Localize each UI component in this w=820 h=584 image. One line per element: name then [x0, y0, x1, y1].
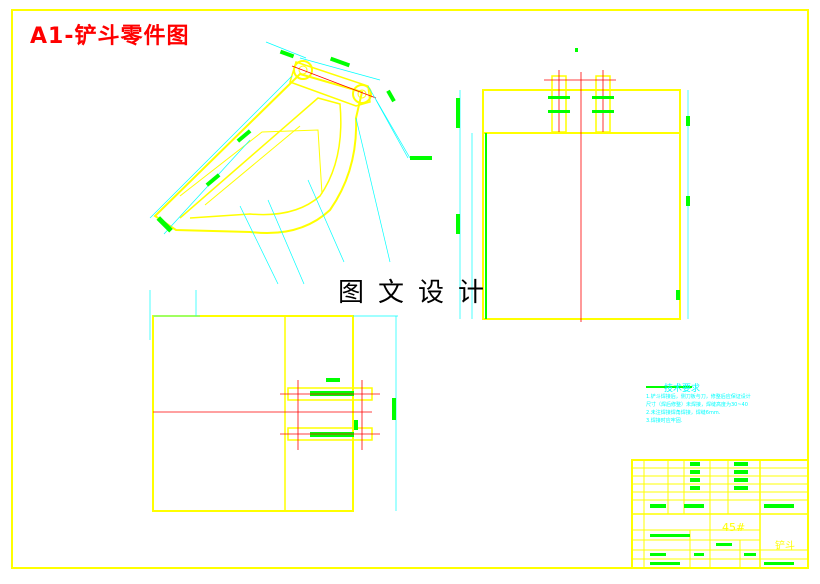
title-block-marker: [690, 470, 700, 474]
title-block-marker: [764, 504, 794, 508]
bucket-rib-line: [204, 125, 301, 206]
bucket-outer-shell: [153, 72, 364, 235]
title-block-marker: [650, 534, 690, 537]
dim-marker: [386, 89, 396, 103]
side-view: [149, 41, 432, 285]
front-outline: [482, 89, 681, 320]
tech-req-line: 1.铲斗焊接后，侧刀板与刀，修整后应保证设计: [646, 394, 751, 400]
dim-marker: [329, 56, 351, 68]
top-outline: [152, 315, 354, 512]
tech-req-line: 2.未注焊接焊角焊接，焊缝6mm.: [646, 410, 721, 416]
pin-link: [289, 61, 371, 107]
dim-line: [149, 75, 293, 219]
tech-req-line: 尺寸（焊后修整）未焊接，焊缝高度为30~40: [646, 402, 748, 408]
dim-marker: [156, 216, 173, 233]
title-block-marker: [734, 470, 748, 474]
bucket-side-plate: [179, 129, 323, 197]
dim-marker: [392, 398, 396, 420]
top-view: [149, 290, 398, 512]
dim-marker: [326, 378, 340, 382]
dim-marker: [686, 116, 690, 126]
title-block-marker: [744, 553, 756, 556]
upper-pin-hole: [298, 65, 308, 75]
title-block-marker: [734, 486, 748, 490]
dim-marker: [410, 156, 432, 160]
leader-line: [239, 205, 279, 285]
title-block-marker: [690, 486, 700, 490]
front-view: [456, 48, 690, 322]
title-block-marker: [734, 462, 748, 466]
watermark: 图文设计: [338, 278, 499, 308]
pin-centerline: [291, 65, 377, 99]
tech-req-list: 1.铲斗焊接后，侧刀板与刀，修整后应保证设计 尺寸（焊后修整）未焊接，焊缝高度为…: [646, 393, 816, 425]
sheet-border: [11, 9, 809, 569]
dim-marker: [456, 214, 460, 234]
tech-req-title: 技术要求: [664, 384, 701, 394]
dim-line: [265, 41, 307, 59]
title-block-marker: [734, 478, 748, 482]
bucket-inner-shell: [179, 97, 342, 219]
title-block-marker: [716, 543, 732, 546]
title-block-marker: [650, 562, 680, 565]
title-block-marker: [690, 462, 700, 466]
dim-line: [355, 117, 391, 263]
dim-line: [299, 57, 381, 81]
dim-line: [375, 99, 409, 159]
material-label: 45#: [722, 521, 746, 534]
drawing-title: A1-铲斗零件图: [30, 24, 190, 49]
leader-line: [307, 179, 345, 263]
dim-marker: [575, 48, 578, 52]
title-block-marker: [690, 478, 700, 482]
leader-line: [267, 199, 305, 285]
dim-line: [163, 139, 251, 235]
title-block-marker: [694, 553, 704, 556]
lug-marker: [548, 110, 570, 113]
dim-marker: [676, 290, 680, 300]
title-block-marker: [650, 504, 666, 508]
tech-req-line: 3.焊接时应牢固.: [646, 418, 683, 424]
dim-line: [367, 85, 411, 159]
title-block-marker: [764, 562, 794, 565]
dim-marker: [205, 173, 221, 187]
dim-marker: [354, 420, 358, 430]
lower-pin-boss: [352, 84, 372, 104]
pin-marker: [310, 391, 354, 396]
lug-marker: [592, 110, 614, 113]
dim-marker: [686, 196, 690, 206]
part-name-label: 铲斗: [775, 541, 795, 552]
lug-marker: [548, 96, 570, 99]
dim-marker: [279, 49, 295, 59]
lug-marker: [592, 96, 614, 99]
pin-marker: [310, 432, 354, 437]
dim-marker: [236, 129, 252, 143]
title-block: [631, 459, 809, 569]
title-block-marker: [684, 504, 704, 508]
title-block-marker: [650, 553, 666, 556]
dim-marker: [456, 98, 460, 128]
